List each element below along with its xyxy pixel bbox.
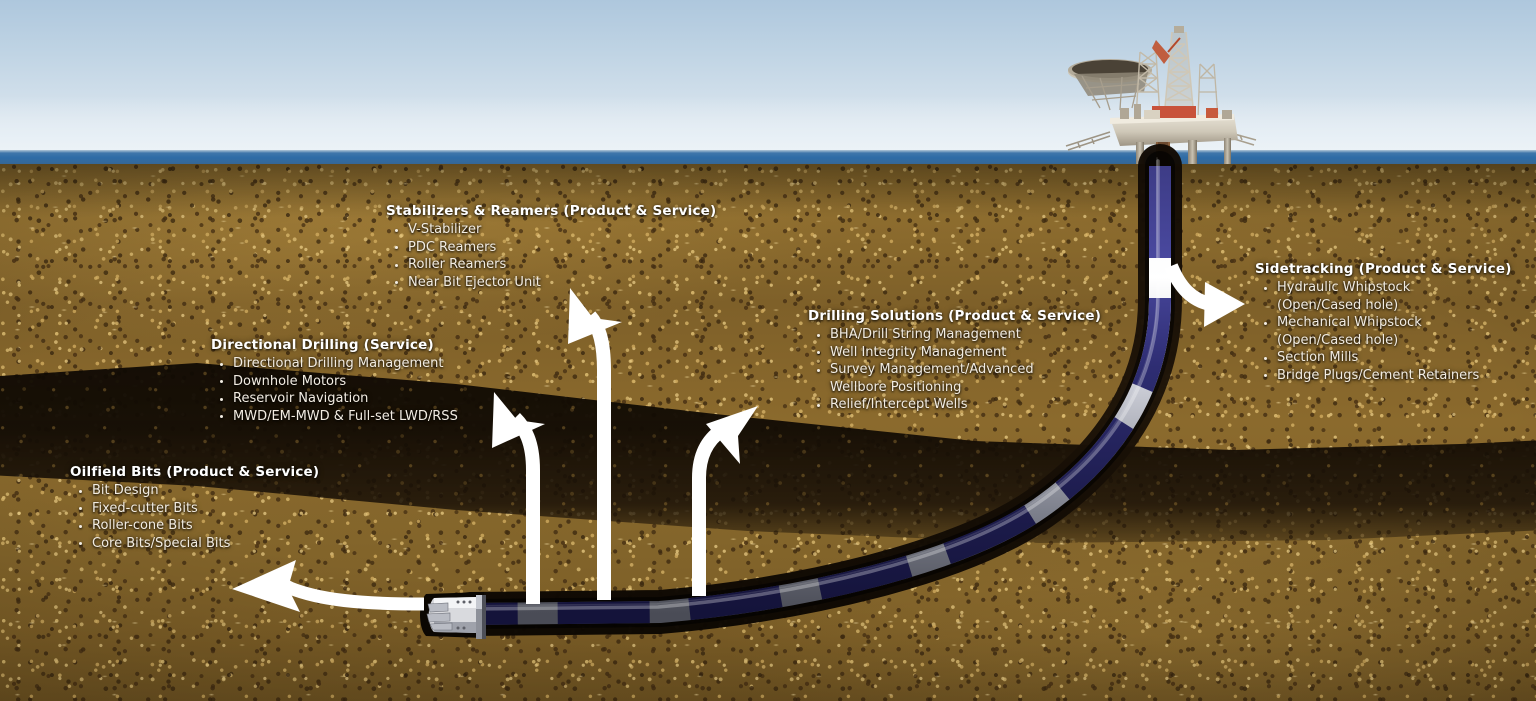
callout-list: V-Stabilizer PDC Reamers Roller Reamers … [386,221,716,291]
ground-cutaway [0,164,1536,701]
callout-directional-drilling: Directional Drilling (Service) Direction… [211,337,458,425]
callout-oilfield-bits: Oilfield Bits (Product & Service) Bit De… [70,464,319,552]
callout-stabilizers-reamers: Stabilizers & Reamers (Product & Service… [386,203,716,291]
list-item: Near Bit Ejector Unit [386,274,716,292]
list-item: Reservoir Navigation [211,390,458,408]
list-item: Core Bits/Special Bits [70,535,319,553]
list-item: BHA/Drill String Management [808,326,1101,344]
list-item: Downhole Motors [211,373,458,391]
list-item: V-Stabilizer [386,221,716,239]
list-item: PDC Reamers [386,239,716,257]
list-item: Fixed-cutter Bits [70,500,319,518]
list-item: Mechanical Whipstock [1255,314,1512,332]
callout-heading: Directional Drilling (Service) [211,337,434,353]
list-item: Roller-cone Bits [70,517,319,535]
callout-list: Hydraulic Whipstock (Open/Cased hole) Me… [1255,279,1512,384]
list-item-continuation: Wellbore Positioning [830,379,962,395]
offshore-jackup-rig-icon [1048,22,1258,170]
callout-list: BHA/Drill String Management Well Integri… [808,326,1101,414]
soil-vignette [0,164,1536,701]
list-item-continuation: (Open/Cased hole) [1277,297,1399,313]
callout-list: Directional Drilling Management Downhole… [211,355,458,425]
list-item: Bridge Plugs/Cement Retainers [1255,367,1512,385]
sea-glint [0,150,1536,153]
list-item: Section Mills [1255,349,1512,367]
list-item: Directional Drilling Management [211,355,458,373]
list-item: Roller Reamers [386,256,716,274]
callout-heading: Oilfield Bits (Product & Service) [70,464,320,480]
list-item-continuation: (Open/Cased hole) [1277,332,1399,348]
callout-heading: Drilling Solutions (Product & Service) [808,308,1102,324]
list-item: Well Integrity Management [808,344,1101,362]
callout-drilling-solutions: Drilling Solutions (Product & Service) B… [808,308,1101,414]
horizon-haze [0,96,1536,152]
callout-heading: Sidetracking (Product & Service) [1255,261,1512,277]
list-item: Survey Management/Advanced [808,361,1101,379]
callout-list: Bit Design Fixed-cutter Bits Roller-cone… [70,482,319,552]
list-item: Hydraulic Whipstock [1255,279,1512,297]
callout-heading: Stabilizers & Reamers (Product & Service… [386,203,717,219]
list-item: MWD/EM-MWD & Full-set LWD/RSS [211,408,458,426]
callout-sidetracking: Sidetracking (Product & Service) Hydraul… [1255,261,1512,384]
list-item: Relief/Intercept Wells [808,396,1101,414]
list-item: Bit Design [70,482,319,500]
